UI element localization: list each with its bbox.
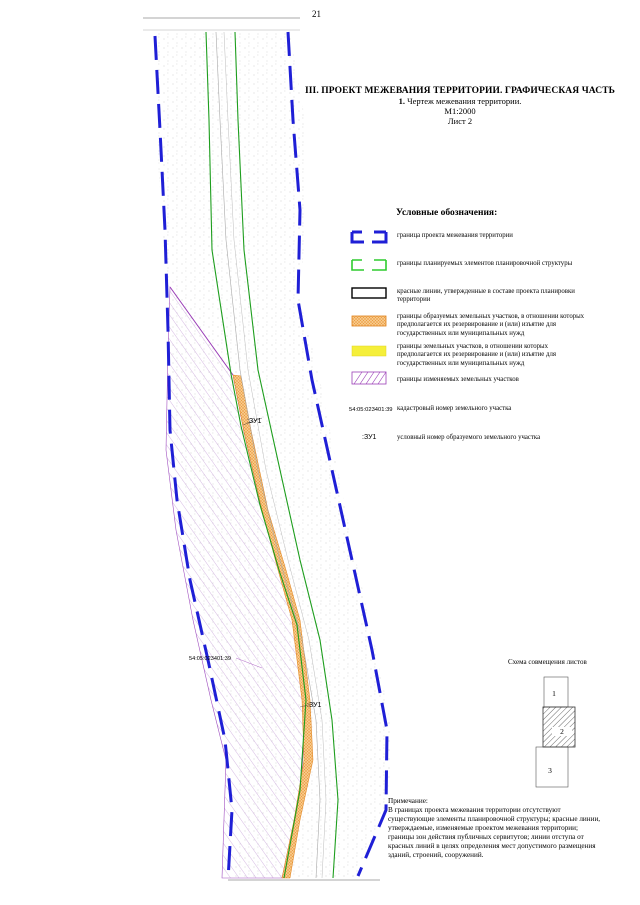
legend-symbols [350, 230, 388, 385]
cadastral-leader [235, 657, 263, 669]
scheme-sheet-3 [535, 746, 569, 788]
legend-heading: Условные обозначения: [396, 208, 498, 218]
page-number: 21 [312, 9, 321, 19]
legend-label-reserved-parcel: границы земельных участков, в отношении … [397, 343, 556, 367]
note-line: существующие элементы планировочной стру… [388, 815, 601, 823]
legend-label-cadastral: кадастровый номер земельного участка [397, 405, 512, 412]
scheme-sheet-3-label: 3 [548, 766, 552, 775]
legend-symbol-planning-boundary [351, 259, 387, 271]
page-title: III. ПРОЕКТ МЕЖЕВАНИЯ ТЕРРИТОРИИ. ГРАФИЧ… [304, 86, 616, 96]
planning-element-boundary-left [205, 31, 307, 879]
scheme-sheet-1-label: 1 [552, 689, 556, 698]
title-block: III. ПРОЕКТ МЕЖЕВАНИЯ ТЕРРИТОРИИ. ГРАФИЧ… [300, 86, 620, 126]
legend-label-project-boundary: граница проекта межевания территории [397, 232, 513, 239]
legend-symbol-formed-parcel [351, 315, 387, 327]
legend-symbol-altered-parcel [351, 371, 387, 385]
note-heading: Примечание: [388, 797, 428, 805]
scheme-title: Схема совмещения листов [508, 658, 587, 666]
subtitle-number: 1. [398, 96, 405, 106]
legend-symbol-reserved-parcel [351, 345, 387, 357]
note-line: зданий, строений, сооружений. [388, 851, 484, 859]
note-line: утверждаемые, изменяемые проектом межева… [388, 824, 578, 832]
road-edge-line-2 [223, 31, 327, 879]
legend-label-red-lines: красные линии, утвержденные в составе пр… [397, 288, 575, 304]
legend-label-parcel-id: условный номер образуемого земельного уч… [397, 434, 541, 441]
subtitle-text: Чертеж межевания территории. [407, 96, 522, 106]
cadastral-number-label: 54:05:023401:39 [189, 656, 231, 662]
drawing-subtitle: 1. Чертеж межевания территории. [300, 96, 620, 106]
legend-label-altered-parcel: границы изменяемых земельных участков [397, 376, 519, 383]
sheet-label: Лист 2 [447, 116, 473, 126]
terrain-texture [156, 32, 392, 878]
legend-symbol-red-lines [351, 287, 387, 299]
parcel-zu1-bottom-label: :ЗУ1 [307, 702, 322, 709]
legend-label-formed-parcel: границы образуемых земельных участков, в… [397, 313, 585, 337]
note-line: красных линий в целях определения мест д… [388, 842, 596, 850]
road-edge-line-1 [215, 31, 321, 879]
note-block: Примечание: В границах проекта межевания… [388, 797, 618, 860]
planning-element-boundary-right [234, 31, 339, 879]
legend-sample-parcel-id: :ЗУ1 [362, 434, 377, 441]
legend-symbol-project-boundary [350, 230, 388, 244]
drawing-scale: М1:2000 [444, 106, 476, 116]
parcel-zu1-top-label: :ЗУ1 [247, 418, 262, 425]
legend-sample-cadastral: 54:05:023401:39 [349, 407, 393, 413]
project-boundary-left [153, 35, 234, 881]
scheme-sheet-2-label: 2 [552, 727, 572, 736]
note-line: границы зон действия публичных сервитуто… [388, 833, 584, 841]
zu1-top-leader [242, 417, 263, 426]
altered-parcel-edge [169, 286, 234, 376]
note-line: В границах проекта межевания территории … [388, 806, 561, 814]
zu1-bottom-leader [299, 703, 313, 708]
project-boundary-right [286, 31, 389, 877]
legend-label-planning-boundary: границы планируемых элементов планировоч… [397, 260, 573, 267]
